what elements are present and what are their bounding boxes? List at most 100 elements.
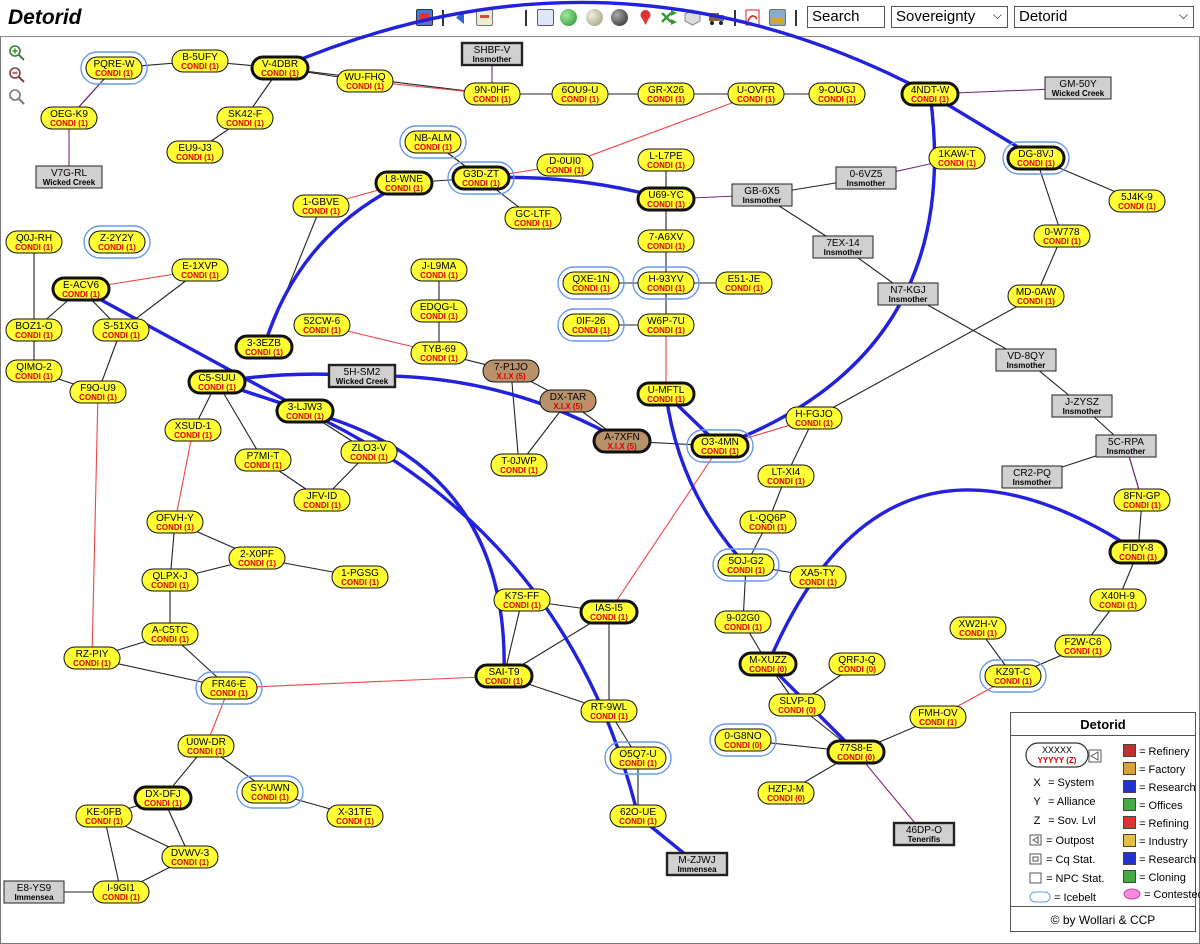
view-mode-select[interactable]: Sovereignty⌵ (891, 6, 1008, 28)
dark-globe-icon[interactable] (611, 9, 628, 26)
zoom-out-icon[interactable] (8, 66, 26, 84)
reset-zoom-icon[interactable] (8, 88, 26, 106)
search-input[interactable]: Search (807, 6, 885, 28)
zoom-in-icon[interactable] (8, 44, 26, 62)
image-icon[interactable] (769, 9, 786, 26)
region-select[interactable]: Detorid⌵ (1014, 6, 1194, 28)
globe-icon[interactable] (560, 9, 577, 26)
pdf-icon[interactable] (744, 9, 761, 26)
list-icon[interactable] (537, 9, 554, 26)
